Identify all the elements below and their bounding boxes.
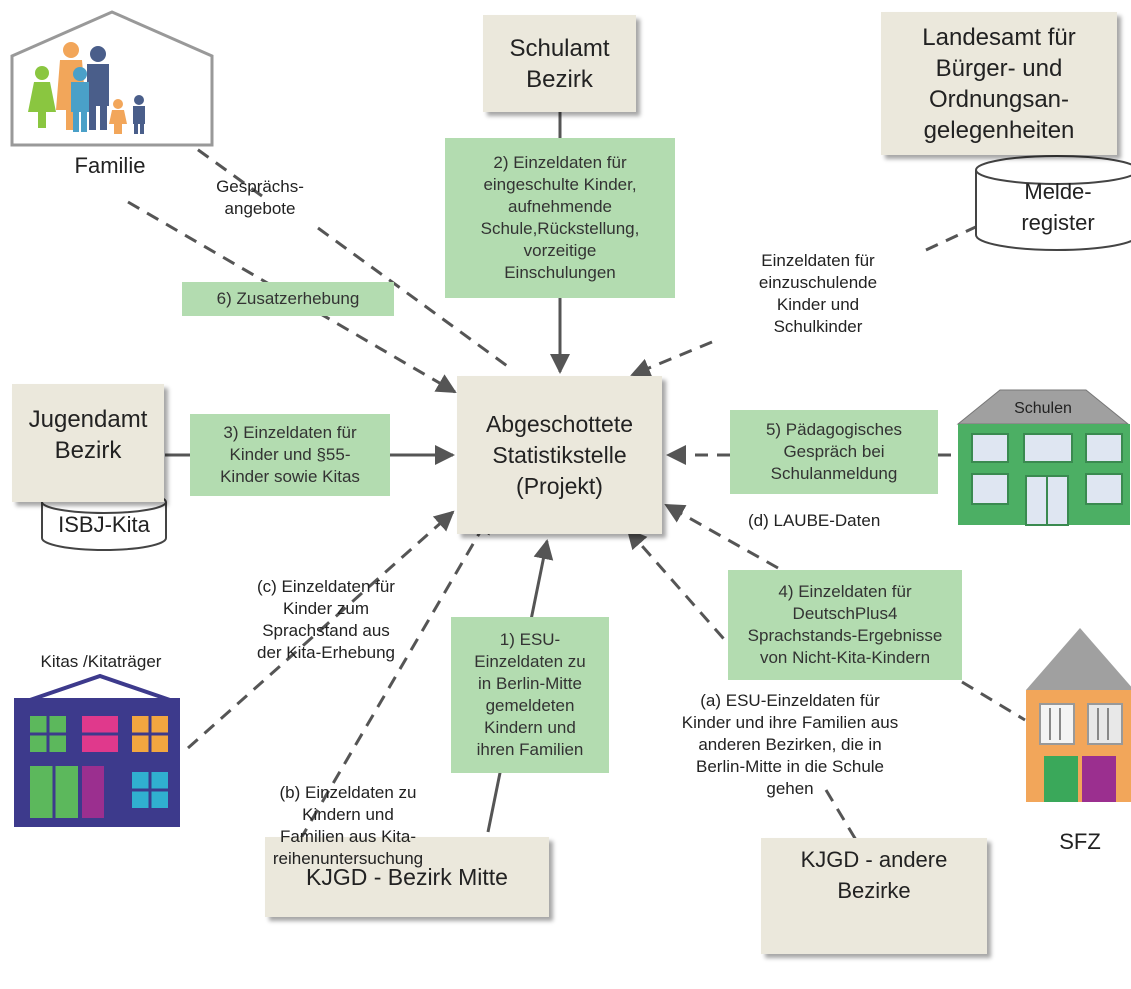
dash-gespraech-center [317, 226, 511, 370]
schulen-building-icon [956, 389, 1130, 526]
sfz-label: SFZ [1059, 829, 1101, 854]
melderegister-label: Melde- register [1021, 179, 1095, 235]
arrow-kitas-center [187, 510, 455, 750]
melderegister-database-icon [975, 155, 1131, 251]
label-5-paedagogisches-gespraech: 5) Pädagogisches Gespräch bei Schulanmel… [730, 410, 938, 494]
label-2-einzeldaten-eingeschulte: 2) Einzeldaten für eingeschulte Kinder, … [445, 138, 675, 298]
familie-label: Familie [74, 153, 146, 178]
arrow-landesamt-center [630, 340, 713, 378]
kitas-label: Kitas /Kitaträger [40, 652, 162, 671]
landesamt-box: Landesamt für Bürger- und Ordnungsan- ge… [881, 12, 1117, 155]
label-4-deutschplus4: 4) Einzeldaten für DeutschPlus4 Sprachst… [728, 570, 962, 680]
label-6-zusatzerhebung: 6) Zusatzerhebung [182, 282, 394, 316]
label-a-esu-andere-bezirke: (a) ESU-Einzeldaten für Kinder und ihre … [681, 691, 899, 798]
arrow-kjgd-andere-center [626, 528, 740, 656]
kjgd-andere-box: KJGD - andere Bezirke [761, 838, 987, 954]
label-d-laube-daten: (d) LAUBE-Daten [748, 511, 881, 530]
dash-melderegister [925, 223, 981, 252]
schulen-label: Schulen [1014, 400, 1072, 417]
dash-kjgd-andere [824, 789, 858, 841]
kjgd-mitte-box: KJGD - Bezirk Mitte [265, 837, 549, 917]
sfz-house-icon [1026, 628, 1131, 802]
label-c-sprachstand-kita: (c) Einzeldaten für Kinder zum Sprachsta… [257, 577, 395, 662]
kitas-building-icon [14, 673, 180, 827]
schulamt-box: Schulamt Bezirk [483, 15, 636, 112]
label-b-kitareihenuntersuchung: (b) Einzeldaten zu Kindern und Familien … [272, 783, 424, 868]
arrow-familie-center [127, 200, 457, 394]
label-gespraechsangebote: Gesprächs- angebote [216, 177, 304, 218]
arrow-kita-reihe-center [298, 513, 492, 841]
label-3-einzeldaten-kinder-kitas: 3) Einzeldaten für Kinder und §55- Kinde… [190, 414, 390, 496]
label-einzuschulende-kinder: Einzeldaten für einzuschulende Kinder un… [758, 251, 878, 336]
isbj-kita-label: ISBJ-Kita [58, 512, 150, 537]
jugendamt-box: Jugendamt Bezirk [12, 384, 164, 502]
familie-house-icon [10, 10, 214, 147]
center-box: Abgeschottete Statistikstelle (Projekt) [457, 376, 662, 534]
dash-sfz [961, 680, 1026, 722]
label-1-esu-einzeldaten: 1) ESU- Einzeldaten zu in Berlin-Mitte g… [451, 617, 609, 773]
